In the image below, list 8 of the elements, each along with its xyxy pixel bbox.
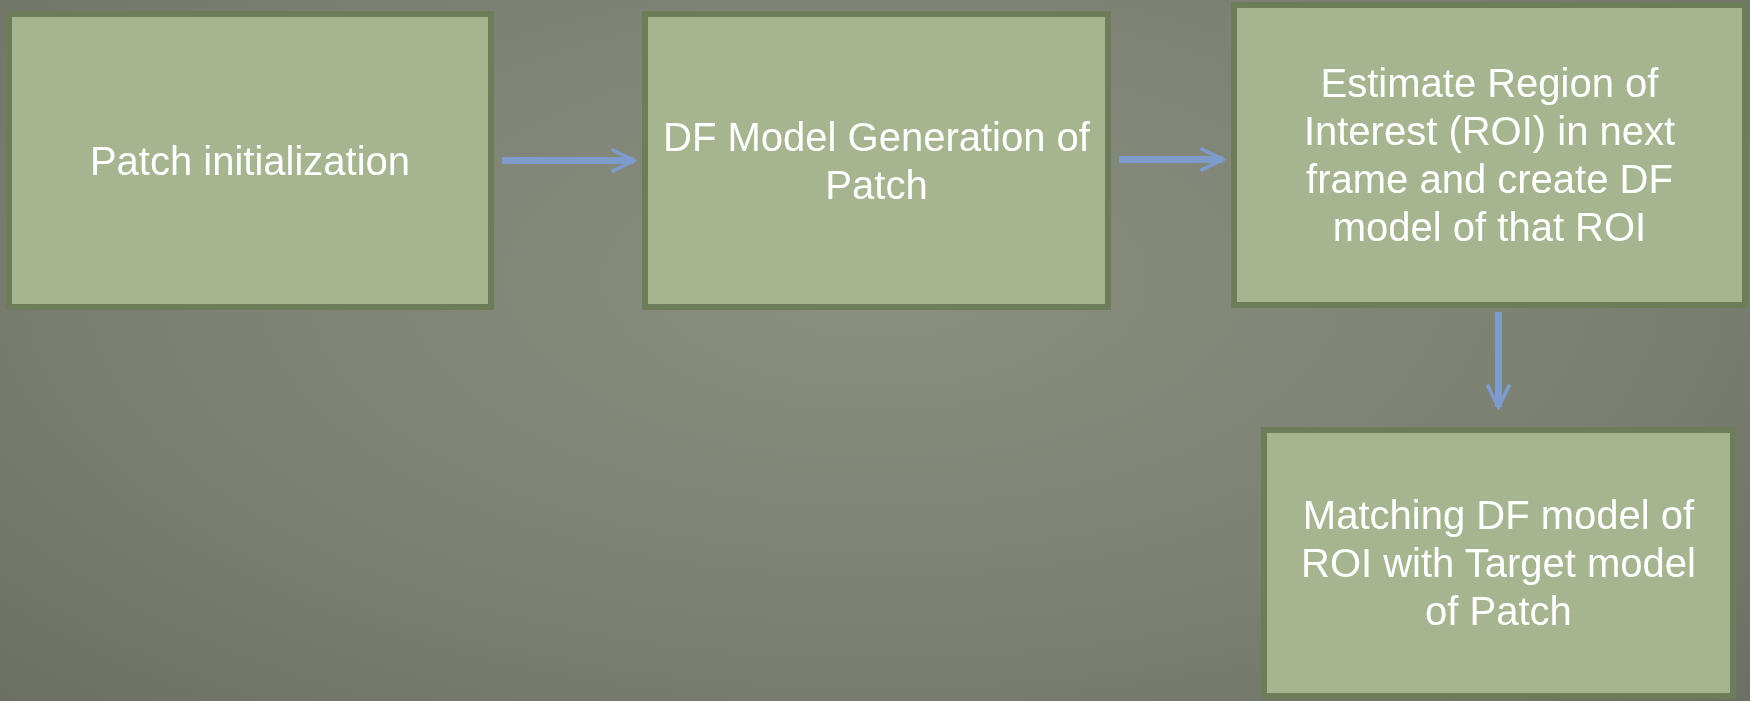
process-box [1261, 427, 1736, 699]
box-label: Patch initialization [89, 137, 411, 185]
box-label: Estimate Region of Interest (ROI) in next frame and create DF model of that ROI [1302, 60, 1677, 251]
box-label: Matching DF model of ROI with Target model of Patch [1300, 492, 1697, 635]
process-box [1231, 2, 1748, 308]
box-label: DF Model Generation of Patch [662, 113, 1091, 209]
process-box [6, 11, 494, 310]
process-box [642, 11, 1111, 310]
